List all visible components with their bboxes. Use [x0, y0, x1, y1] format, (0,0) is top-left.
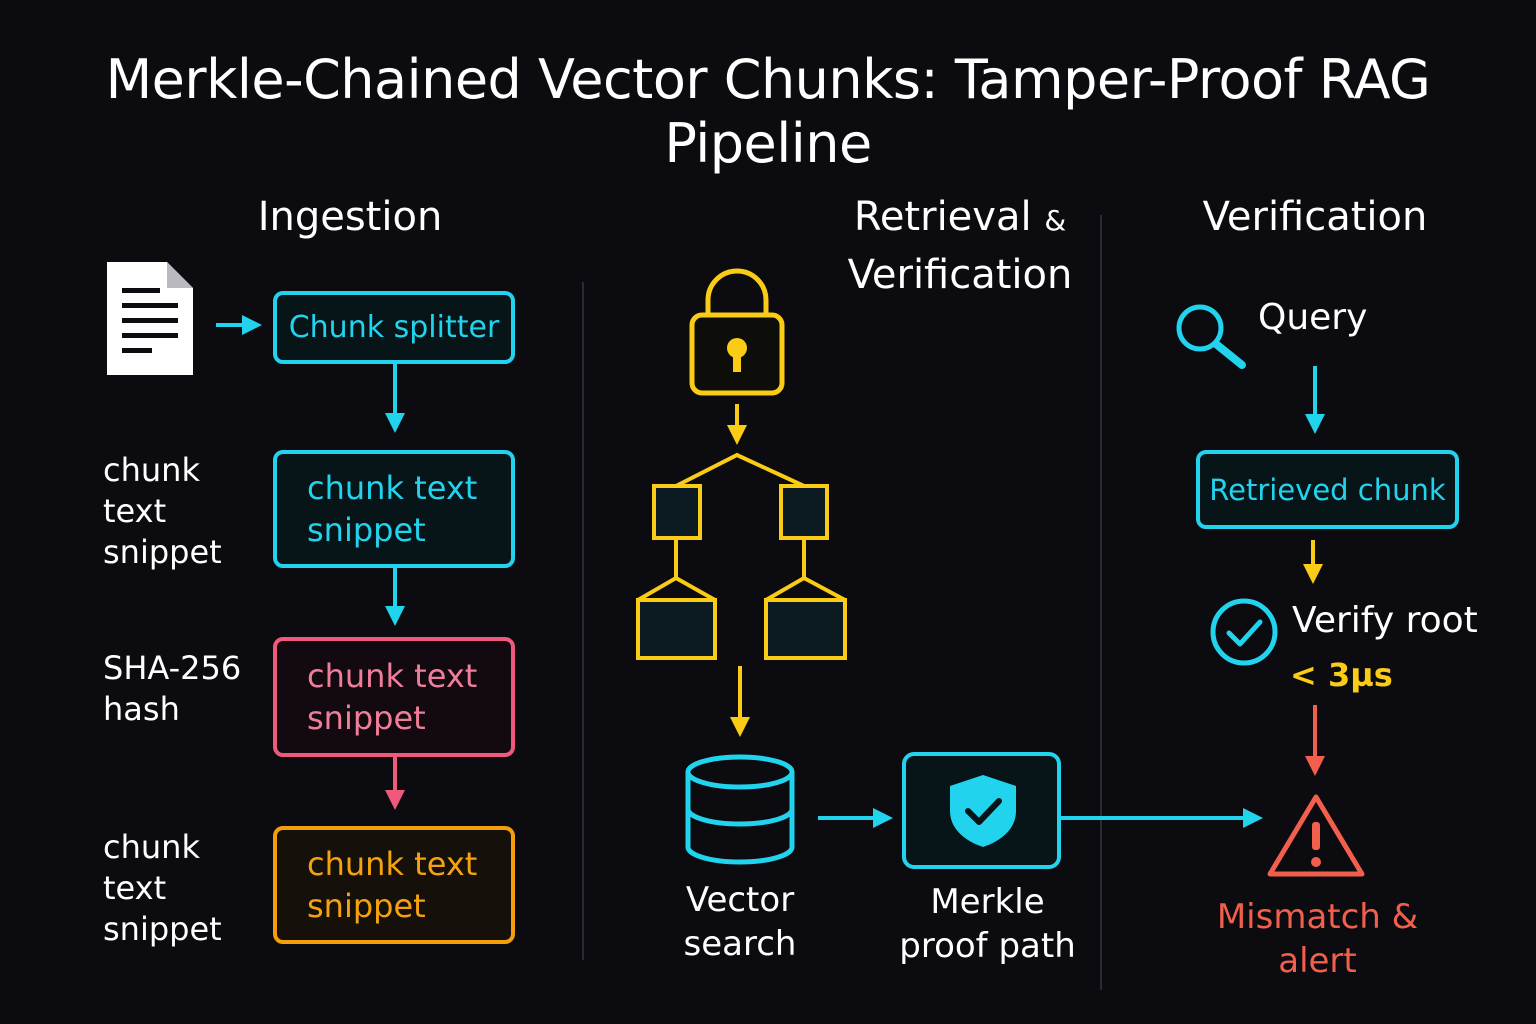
check-circle-icon — [1210, 598, 1278, 666]
column-header-verification: Verification — [1202, 194, 1428, 240]
chunk-text-box: chunk text snippet — [273, 450, 515, 568]
merkle-proof-node — [902, 752, 1061, 869]
side-label-chunk-text-2: chunk text snippet — [103, 828, 222, 948]
search-icon — [1176, 304, 1246, 369]
column-header-retrieval-line1: Retrieval — [853, 194, 1032, 240]
chunk-splitter-box: Chunk splitter — [273, 291, 515, 364]
hashed-chunk-box: chunk text snippet — [273, 637, 515, 757]
side-label-chunk-text-1: chunk text snippet — [103, 451, 222, 571]
retrieved-chunk-box: Retrieved chunk — [1196, 450, 1459, 529]
column-header-retrieval: Retrieval & Verification — [800, 190, 1120, 302]
latency-label: < 3µs — [1290, 656, 1393, 694]
shield-check-icon — [950, 775, 1016, 847]
column-header-ingestion: Ingestion — [257, 194, 443, 240]
merkle-tree-icon — [636, 452, 847, 660]
column-header-retrieval-amp: & — [1044, 204, 1067, 237]
chained-chunk-box: chunk text snippet — [273, 826, 515, 944]
page-title: Merkle-Chained Vector Chunks: Tamper-Pro… — [105, 48, 1431, 175]
vector-search-label: Vector search — [683, 880, 797, 964]
merkle-proof-label: Merkle proof path — [899, 882, 1076, 966]
document-icon — [107, 262, 193, 375]
side-label-sha256-hash: SHA-256 hash — [103, 649, 242, 728]
warning-icon — [1267, 794, 1365, 877]
mismatch-alert-label: Mismatch & alert — [1216, 897, 1419, 981]
query-label: Query — [1258, 297, 1368, 338]
column-header-retrieval-line2: Verification — [847, 252, 1073, 298]
database-icon — [685, 754, 795, 865]
verify-root-label: Verify root — [1292, 600, 1478, 641]
lock-icon — [689, 268, 785, 396]
